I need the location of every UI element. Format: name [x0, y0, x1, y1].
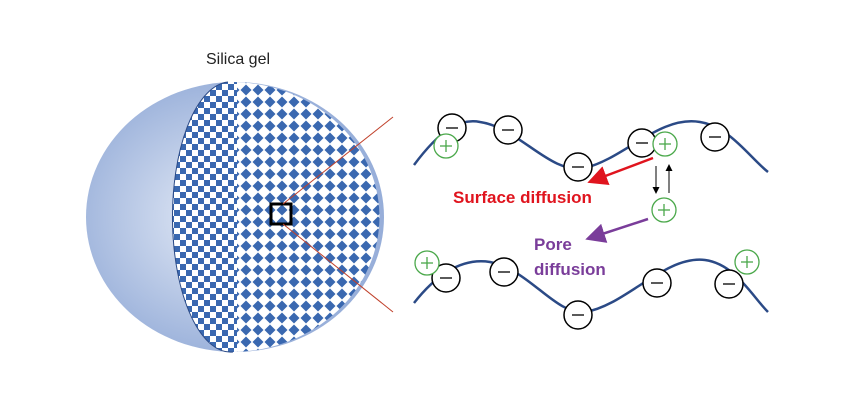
surface-diffusion-label: Surface diffusion	[453, 188, 592, 207]
negative-charge-icon	[627, 128, 657, 158]
zoom-line-top	[282, 116, 394, 205]
cut-face-pores	[172, 81, 380, 353]
positive-ion-icon	[414, 250, 440, 276]
pore-diffusion-label-1: Pore	[534, 235, 572, 254]
negative-charge-icon	[563, 300, 593, 330]
positive-ion-icon	[652, 131, 678, 157]
pore-diffusion-label-2: diffusion	[534, 260, 606, 279]
positive-ion-icon	[734, 249, 760, 275]
surface-diffusion-arrow	[587, 156, 654, 186]
negative-charge-icon	[489, 257, 519, 287]
negative-charge-icon	[642, 268, 672, 298]
zoom-line-bottom	[282, 223, 394, 313]
title: Silica gel	[206, 51, 270, 68]
positive-ion-icon	[433, 133, 459, 159]
pore-diffusion-arrow	[585, 217, 649, 243]
negative-charge-icon	[563, 152, 593, 182]
silica-sphere	[86, 81, 384, 353]
positive-ion-icon	[651, 197, 677, 223]
negative-charge-icon	[431, 263, 461, 293]
negative-charge-icon	[714, 269, 744, 299]
zoom-box	[269, 202, 293, 226]
negative-charge-icon	[493, 115, 523, 145]
negative-charge-icon	[700, 122, 730, 152]
